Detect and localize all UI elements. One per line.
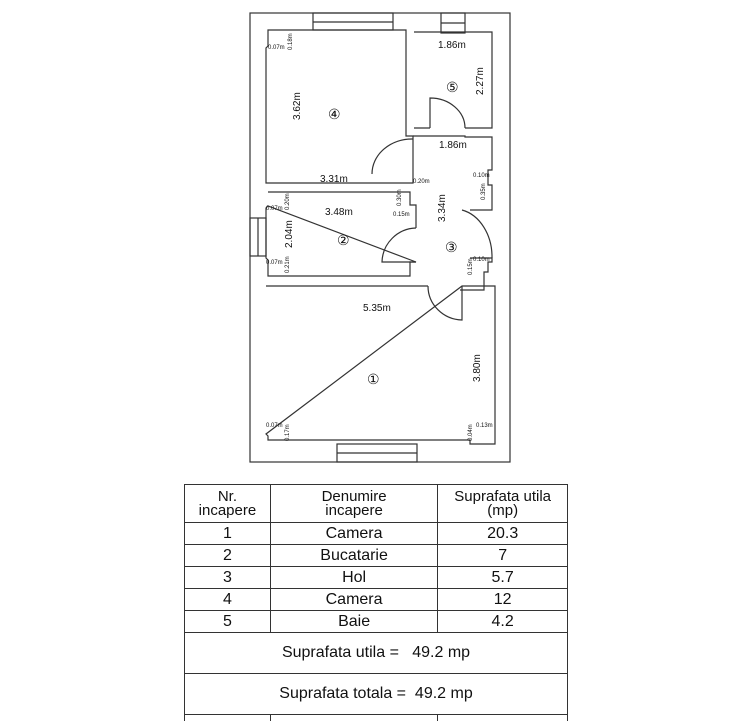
room-1-height-label: 3.80m <box>472 354 483 382</box>
table-row: 1 Camera 20.3 <box>185 523 568 545</box>
cell-name: Hol <box>270 567 437 589</box>
cell-area: 20.3 <box>438 523 568 545</box>
cell-area: 5.7 <box>438 567 568 589</box>
cell-nr: 4 <box>185 589 271 611</box>
header-nr: Nr.incapere <box>185 485 271 523</box>
room-1-corner-label: 0.04m <box>468 424 474 441</box>
cell-area: 4.2 <box>438 611 568 633</box>
room-1-door <box>428 286 462 320</box>
room-2-width-label: 3.48m <box>325 207 353 218</box>
cell-nr: 5 <box>185 611 271 633</box>
header-suprafata: Suprafata utila(mp) <box>438 485 568 523</box>
room-3-corner-label: 0.10m <box>473 257 490 263</box>
cell-nr: 1 <box>185 523 271 545</box>
room-3-marker: ③ <box>445 239 458 255</box>
cell-name: Camera <box>270 589 437 611</box>
room-2-height-label: 2.04m <box>284 220 295 248</box>
cell-nr: 2 <box>185 545 271 567</box>
room-2-marker: ② <box>337 232 350 248</box>
room-3-corner-label: 0.10m <box>473 173 490 179</box>
summary-utila-row: Suprafata utila = 49.2 mp <box>185 633 568 674</box>
room-5-door <box>430 98 465 128</box>
room-1-corner-label: 0.13m <box>476 423 493 429</box>
room-4-corner-label: 0.07m <box>268 45 285 51</box>
room-4-marker: ④ <box>328 106 341 122</box>
room-5-height-label: 2.27m <box>475 67 486 95</box>
room-2-corner-label: 0.20m <box>285 193 291 210</box>
room-2-corner-label: 0.21m <box>285 256 291 273</box>
room-4-door <box>372 139 413 174</box>
room-1-corner-label: 0.17m <box>285 424 291 441</box>
table-row: 3 Hol 5.7 <box>185 567 568 589</box>
cell-area: 7 <box>438 545 568 567</box>
room-3-door <box>462 210 492 258</box>
cell-name: Bucatarie <box>270 545 437 567</box>
room-1-corner-label: 0.07m <box>266 423 283 429</box>
window-top-right <box>441 13 465 33</box>
window-left <box>250 218 266 256</box>
room-5-width-label: 1.86m <box>438 40 466 51</box>
cell-area: 12 <box>438 589 568 611</box>
table-trailing-row <box>185 715 568 721</box>
room-2-corner-label: 0.30m <box>397 189 403 206</box>
table-row: 5 Baie 4.2 <box>185 611 568 633</box>
summary-utila: Suprafata utila = 49.2 mp <box>185 633 568 674</box>
room-1-marker: ① <box>367 371 380 387</box>
room-5-marker: ⑤ <box>446 79 459 95</box>
room-2-corner-label: 0.15m <box>393 212 410 218</box>
table-row: 2 Bucatarie 7 <box>185 545 568 567</box>
room-3-corner-label: 0.35m <box>481 183 487 200</box>
room-3-width-label: 1.86m <box>439 140 467 151</box>
room-1-width-label: 5.35m <box>363 303 391 314</box>
summary-totala-row: Suprafata totala = 49.2 mp <box>185 674 568 715</box>
window-top-left <box>313 13 393 30</box>
cell-nr: 3 <box>185 567 271 589</box>
cell-name: Baie <box>270 611 437 633</box>
room-3-corner-label: 0.15m <box>468 258 474 275</box>
room-4-height-label: 3.62m <box>292 92 303 120</box>
summary-totala: Suprafata totala = 49.2 mp <box>185 674 568 715</box>
room-4-width-label: 3.31m <box>320 174 348 185</box>
floor-plan: 3.31m 3.62m ④ 0.07m 0.18m 1.86m 2.27m ⑤ … <box>0 0 754 480</box>
room-2-door <box>382 228 416 262</box>
room-4-corner-label: 0.18m <box>288 33 294 50</box>
room-2-corner-label: 0.07m <box>266 206 283 212</box>
room-3-outline <box>413 136 492 290</box>
cell-name: Camera <box>270 523 437 545</box>
room-2-corner-label: 0.07m <box>266 260 283 266</box>
room-3-corner-label: 0.20m <box>413 179 430 185</box>
table-row: 4 Camera 12 <box>185 589 568 611</box>
window-bottom <box>337 444 417 462</box>
room-3-height-label: 3.34m <box>437 194 448 222</box>
